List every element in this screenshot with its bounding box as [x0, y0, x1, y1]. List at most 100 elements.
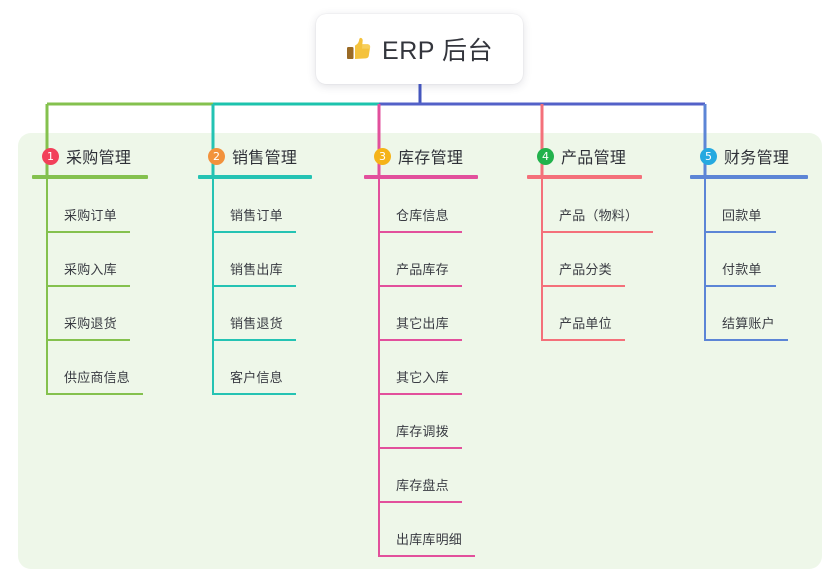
column-spine-2 — [212, 179, 214, 395]
column-spine-4 — [541, 179, 543, 341]
column-1: 1 采购管理采购订单采购入库采购退货供应商信息 — [32, 143, 148, 395]
column-items-3: 仓库信息产品库存其它出库其它入库库存调拨库存盘点出库库明细 — [364, 179, 478, 557]
column-items-4: 产品（物料） 产品分类产品单位 — [527, 179, 653, 341]
menu-item-label: 其它入库 — [396, 370, 449, 385]
root-node-title-card[interactable]: ERP 后台 — [316, 14, 523, 84]
menu-item-label: 采购订单 — [64, 208, 117, 223]
menu-item-label: 销售退货 — [230, 316, 283, 331]
menu-item[interactable]: 产品分类 — [527, 233, 642, 287]
menu-item-label: 采购入库 — [64, 262, 117, 277]
menu-item[interactable]: 销售出库 — [198, 233, 312, 287]
column-badge-1: 1 — [42, 147, 59, 165]
column-header-3[interactable]: 3 库存管理 — [364, 143, 478, 169]
menu-item-rule — [212, 285, 296, 287]
menu-item-label: 产品分类 — [559, 262, 612, 277]
column-header-4[interactable]: 4 产品管理 — [527, 143, 642, 169]
menu-item[interactable]: 采购退货 — [32, 287, 148, 341]
menu-item[interactable]: 出库库明细 — [364, 503, 478, 557]
column-title-2: 销售管理 — [232, 150, 298, 167]
menu-item-rule — [378, 501, 462, 503]
column-header-rule-1 — [32, 175, 148, 179]
menu-item[interactable]: 销售退货 — [198, 287, 312, 341]
menu-item-rule — [212, 339, 296, 341]
menu-item[interactable]: 供应商信息 — [32, 341, 148, 395]
menu-item[interactable]: 仓库信息 — [364, 179, 478, 233]
menu-item-label: 结算账户 — [722, 316, 775, 331]
menu-item-label: 客户信息 — [230, 370, 283, 385]
column-items-5: 回款单付款单结算账户 — [690, 179, 808, 341]
menu-item-rule — [212, 231, 296, 233]
menu-item[interactable]: 库存盘点 — [364, 449, 478, 503]
menu-item-label: 付款单 — [722, 262, 762, 277]
menu-item-label: 供应商信息 — [64, 370, 131, 385]
column-items-1: 采购订单采购入库采购退货供应商信息 — [32, 179, 148, 395]
column-3: 3 库存管理仓库信息产品库存其它出库其它入库库存调拨库存盘点出库库明细 — [364, 143, 478, 557]
column-spine-3 — [378, 179, 380, 557]
menu-item-label: 库存盘点 — [396, 478, 449, 493]
column-header-rule-2 — [198, 175, 312, 179]
menu-item-rule — [378, 339, 462, 341]
menu-item-rule — [704, 339, 788, 341]
menu-item-rule — [46, 285, 130, 287]
thumbs-up-icon — [346, 36, 372, 62]
column-badge-5: 5 — [700, 147, 717, 165]
menu-item[interactable]: 采购订单 — [32, 179, 148, 233]
menu-item-rule — [704, 231, 776, 233]
menu-item[interactable]: 付款单 — [690, 233, 808, 287]
menu-item-rule — [378, 231, 462, 233]
diagram-panel — [18, 133, 822, 569]
menu-item-rule — [46, 393, 143, 395]
menu-item-label: 库存调拨 — [396, 424, 449, 439]
menu-item[interactable]: 采购入库 — [32, 233, 148, 287]
menu-item-label: 出库库明细 — [396, 532, 463, 547]
menu-item-rule — [378, 285, 462, 287]
menu-item[interactable]: 库存调拨 — [364, 395, 478, 449]
menu-item-label: 仓库信息 — [396, 208, 449, 223]
menu-item-rule — [46, 231, 130, 233]
menu-item[interactable]: 产品库存 — [364, 233, 478, 287]
menu-item-label: 销售订单 — [230, 208, 283, 223]
menu-item-rule — [46, 339, 130, 341]
column-header-2[interactable]: 2 销售管理 — [198, 143, 312, 169]
menu-item-rule — [541, 231, 653, 233]
menu-item-rule — [378, 447, 462, 449]
column-header-5[interactable]: 5 财务管理 — [690, 143, 808, 169]
menu-item-label: 产品（物料） — [559, 208, 639, 223]
menu-item[interactable]: 客户信息 — [198, 341, 312, 395]
column-header-rule-5 — [690, 175, 808, 179]
column-items-2: 销售订单销售出库销售退货客户信息 — [198, 179, 312, 395]
column-title-3: 库存管理 — [398, 150, 464, 167]
column-5: 5 财务管理回款单付款单结算账户 — [690, 143, 808, 341]
column-header-1[interactable]: 1 采购管理 — [32, 143, 148, 169]
root-node-label: ERP 后台 — [382, 37, 493, 65]
column-badge-2: 2 — [208, 147, 225, 165]
menu-item[interactable]: 其它出库 — [364, 287, 478, 341]
menu-item-rule — [378, 555, 475, 557]
menu-item-rule — [541, 285, 625, 287]
menu-item[interactable]: 其它入库 — [364, 341, 478, 395]
menu-item-rule — [541, 339, 625, 341]
menu-item-rule — [378, 393, 462, 395]
menu-item-label: 回款单 — [722, 208, 762, 223]
column-4: 4 产品管理产品（物料） 产品分类产品单位 — [527, 143, 653, 341]
menu-item[interactable]: 销售订单 — [198, 179, 312, 233]
menu-item[interactable]: 结算账户 — [690, 287, 808, 341]
menu-item[interactable]: 产品（物料） — [527, 179, 653, 233]
menu-item-label: 产品单位 — [559, 316, 612, 331]
column-header-rule-4 — [527, 175, 642, 179]
column-header-rule-3 — [364, 175, 478, 179]
menu-item[interactable]: 回款单 — [690, 179, 808, 233]
menu-item-label: 其它出库 — [396, 316, 449, 331]
column-badge-3: 3 — [374, 147, 391, 165]
column-2: 2 销售管理销售订单销售出库销售退货客户信息 — [198, 143, 312, 395]
menu-item-label: 产品库存 — [396, 262, 449, 277]
column-title-1: 采购管理 — [66, 150, 132, 167]
menu-item[interactable]: 产品单位 — [527, 287, 642, 341]
column-badge-4: 4 — [537, 147, 554, 165]
column-title-5: 财务管理 — [724, 150, 790, 167]
menu-item-label: 采购退货 — [64, 316, 117, 331]
column-title-4: 产品管理 — [561, 150, 627, 167]
menu-item-label: 销售出库 — [230, 262, 283, 277]
column-spine-5 — [704, 179, 706, 341]
